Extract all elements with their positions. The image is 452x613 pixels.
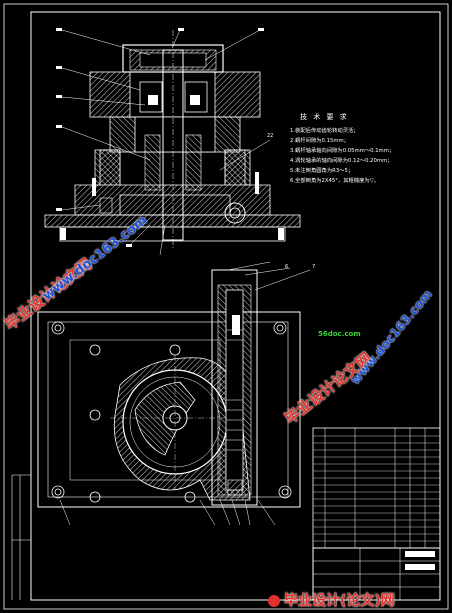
part-number-6: 6 bbox=[285, 264, 289, 270]
outer-border bbox=[3, 3, 449, 610]
part-number-22: 22 bbox=[267, 133, 274, 139]
watermark-url-small: 56doc.com bbox=[318, 330, 361, 338]
footer-watermark: 毕业设计(论文)网 bbox=[268, 590, 395, 610]
title-block bbox=[312, 547, 441, 601]
footer-logo-icon bbox=[268, 595, 280, 607]
parts-list bbox=[312, 427, 441, 549]
tech-requirement-1: 1.装配后传动齿轮转动灵活； bbox=[290, 128, 359, 134]
inner-border bbox=[30, 11, 441, 601]
footer-watermark-text: 毕业设计(论文)网 bbox=[284, 593, 395, 609]
part-number-7: 7 bbox=[312, 264, 316, 270]
tech-requirement-4: 4.涡轮轴承的轴向间隙为0.12～0.20mm； bbox=[290, 158, 393, 164]
tech-requirement-6: 6.全部倒角为2X45°，其粗糙度为▽。 bbox=[290, 178, 380, 184]
bottom-plan-view bbox=[37, 261, 311, 526]
tech-requirement-2: 2.蜗杆间隙为0.15mm； bbox=[290, 138, 349, 144]
tech-requirements-title: 技 术 要 求 bbox=[300, 113, 349, 121]
tech-requirement-3: 3.蜗杆轴承轴向间隙为0.05mm～0.1mm； bbox=[290, 148, 395, 154]
tech-requirement-5: 5.未注倒角圆角为R3～5； bbox=[290, 168, 354, 174]
top-section-view bbox=[44, 28, 301, 256]
